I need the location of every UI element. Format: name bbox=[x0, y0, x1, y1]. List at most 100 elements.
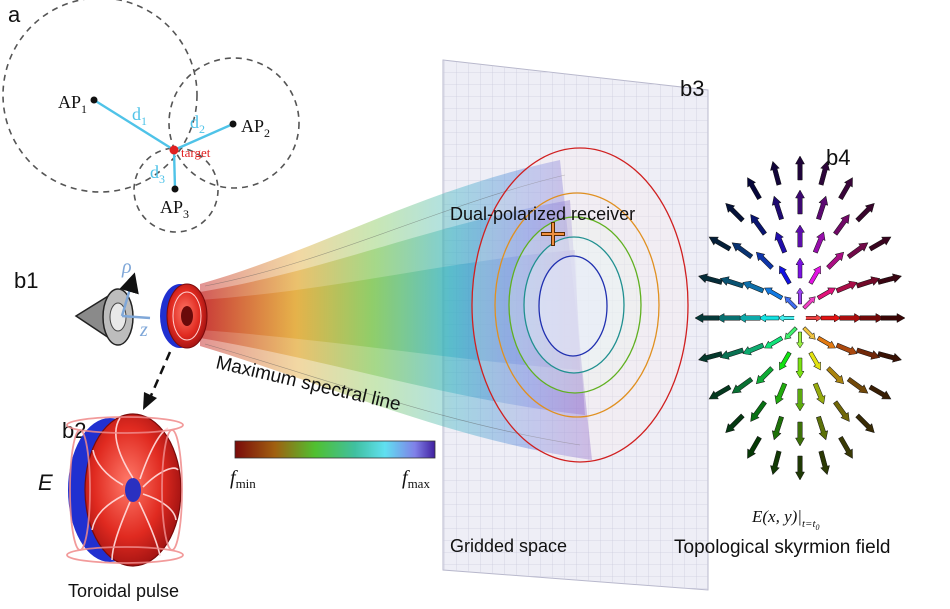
skyrmion-arrow bbox=[855, 413, 875, 433]
skyrmion-arrow bbox=[855, 276, 881, 289]
skyrmion-arrow bbox=[774, 231, 788, 254]
skyrmion-arrow bbox=[770, 450, 782, 475]
skyrmion-arrow bbox=[750, 400, 767, 422]
d2-label: d2 bbox=[190, 112, 205, 136]
z-label: z bbox=[139, 319, 148, 341]
skyrmion-arrow bbox=[708, 236, 732, 252]
beam-edge-bottom bbox=[204, 343, 581, 446]
d1-label: d1 bbox=[132, 104, 147, 128]
skyrmion-arrow bbox=[796, 331, 804, 349]
range-circle-ap2 bbox=[168, 57, 300, 189]
beam-edge-top bbox=[204, 174, 566, 287]
skyrmion-arrow bbox=[796, 287, 804, 305]
skyrmion-arrow bbox=[833, 214, 850, 236]
skyrmion-arrow bbox=[779, 351, 792, 371]
skyrmion-arrow bbox=[758, 313, 780, 323]
skyrmion-arrow bbox=[818, 161, 830, 186]
receiver-rings: Dual-polarized receiver bbox=[450, 147, 689, 463]
skyrmion-arrow bbox=[805, 314, 823, 322]
skyrmion-arrow bbox=[846, 242, 869, 260]
panel-b1-label: b1 bbox=[14, 268, 38, 293]
distance-line-d3 bbox=[172, 149, 177, 190]
skyrmion-arrow bbox=[795, 257, 805, 279]
toroidal-pulse-caption: Toroidal pulse bbox=[68, 581, 179, 601]
skyrmion-arrow bbox=[855, 347, 881, 360]
ring-orange bbox=[494, 192, 660, 418]
small-toroidal-pulse bbox=[160, 283, 208, 349]
skyrmion-arrow bbox=[795, 421, 805, 447]
target-label: target bbox=[181, 145, 211, 160]
skyrmion-arrow bbox=[816, 195, 829, 221]
skyrmion-caption: Topological skyrmion field bbox=[674, 537, 891, 558]
skyrmion-arrow bbox=[725, 203, 745, 223]
skyrmion-arrow bbox=[838, 177, 853, 200]
panel-b4-label: b4 bbox=[826, 145, 850, 170]
skyrmion-arrow bbox=[771, 415, 784, 441]
skyrmion-arrow bbox=[764, 287, 784, 301]
skyrmion-arrow bbox=[826, 251, 845, 270]
ap2-dot bbox=[229, 120, 237, 128]
skyrmion-arrow bbox=[737, 313, 761, 323]
ap1-dot bbox=[90, 96, 98, 104]
skyrmion-arrow bbox=[755, 251, 774, 270]
ap3-dot bbox=[171, 185, 179, 193]
skyrmion-arrow bbox=[731, 376, 754, 394]
fmax-label: fmax bbox=[402, 467, 430, 491]
d3-label: d3 bbox=[150, 162, 165, 186]
fmin-label: fmin bbox=[230, 467, 256, 491]
skyrmion-arrow bbox=[838, 436, 853, 459]
gridded-space-caption: Gridded space bbox=[450, 536, 567, 556]
field-lines bbox=[91, 417, 179, 561]
panel-b1: b1 ρ z bbox=[14, 256, 208, 410]
skyrmion-arrow bbox=[808, 265, 821, 285]
colorbar-gradient bbox=[234, 440, 436, 459]
target-dot bbox=[169, 145, 179, 155]
skyrmion-arrow bbox=[835, 280, 858, 294]
e-field-label: E bbox=[38, 470, 53, 495]
skyrmion-arrow bbox=[747, 177, 762, 200]
distance-line-d2 bbox=[173, 122, 234, 152]
skyrmion-arrow bbox=[784, 296, 798, 310]
skyrmion-arrow bbox=[816, 335, 836, 349]
skyrmion-arrow bbox=[731, 242, 754, 260]
skyrmion-arrow bbox=[694, 313, 720, 323]
outer-rings bbox=[66, 416, 184, 564]
skyrmion-arrow bbox=[816, 287, 836, 301]
zoom-arrow-line bbox=[148, 351, 172, 399]
skyrmion-arrow bbox=[764, 335, 784, 349]
skyrmion-arrow bbox=[698, 273, 723, 285]
skyrmion-arrow bbox=[826, 366, 845, 385]
skyrmion-arrow bbox=[719, 276, 745, 289]
beam bbox=[200, 160, 592, 460]
skyrmion-arrow bbox=[846, 376, 869, 394]
skyrmion-arrow bbox=[774, 382, 788, 405]
skyrmion-arrows bbox=[694, 155, 906, 481]
skyrmion-arrow bbox=[820, 313, 842, 323]
skyrmion-arrow bbox=[771, 195, 784, 221]
small-torus-ring bbox=[172, 291, 202, 341]
skyrmion-arrow bbox=[795, 455, 805, 481]
range-circle-ap3 bbox=[133, 147, 219, 233]
field-equation: E(x, y)|t=t0 bbox=[751, 507, 820, 532]
skyrmion-core bbox=[794, 312, 806, 324]
panel-a-label: a bbox=[8, 2, 21, 27]
skyrmion-arrow bbox=[784, 326, 798, 340]
skyrmion-arrow bbox=[770, 161, 782, 186]
rho-axis bbox=[119, 272, 139, 317]
skyrmion-arrow bbox=[802, 326, 816, 340]
skyrmion-arrow bbox=[708, 384, 732, 400]
skyrmion-arrow bbox=[795, 357, 805, 379]
small-torus-hole bbox=[181, 306, 193, 326]
ap3-label: AP3 bbox=[160, 197, 189, 221]
skyrmion-arrow bbox=[795, 224, 805, 248]
skyrmion-arrow bbox=[698, 351, 723, 363]
skyrmion-arrow bbox=[719, 347, 745, 360]
skyrmion-arrow bbox=[833, 400, 850, 422]
skyrmion-arrow bbox=[777, 314, 795, 322]
torus-hole bbox=[125, 478, 141, 502]
skyrmion-arrow bbox=[868, 384, 892, 400]
range-circle-ap1 bbox=[2, 0, 198, 193]
skyrmion-arrow bbox=[868, 236, 892, 252]
skyrmion-arrow bbox=[747, 436, 762, 459]
receiver-label: Dual-polarized receiver bbox=[450, 204, 635, 224]
